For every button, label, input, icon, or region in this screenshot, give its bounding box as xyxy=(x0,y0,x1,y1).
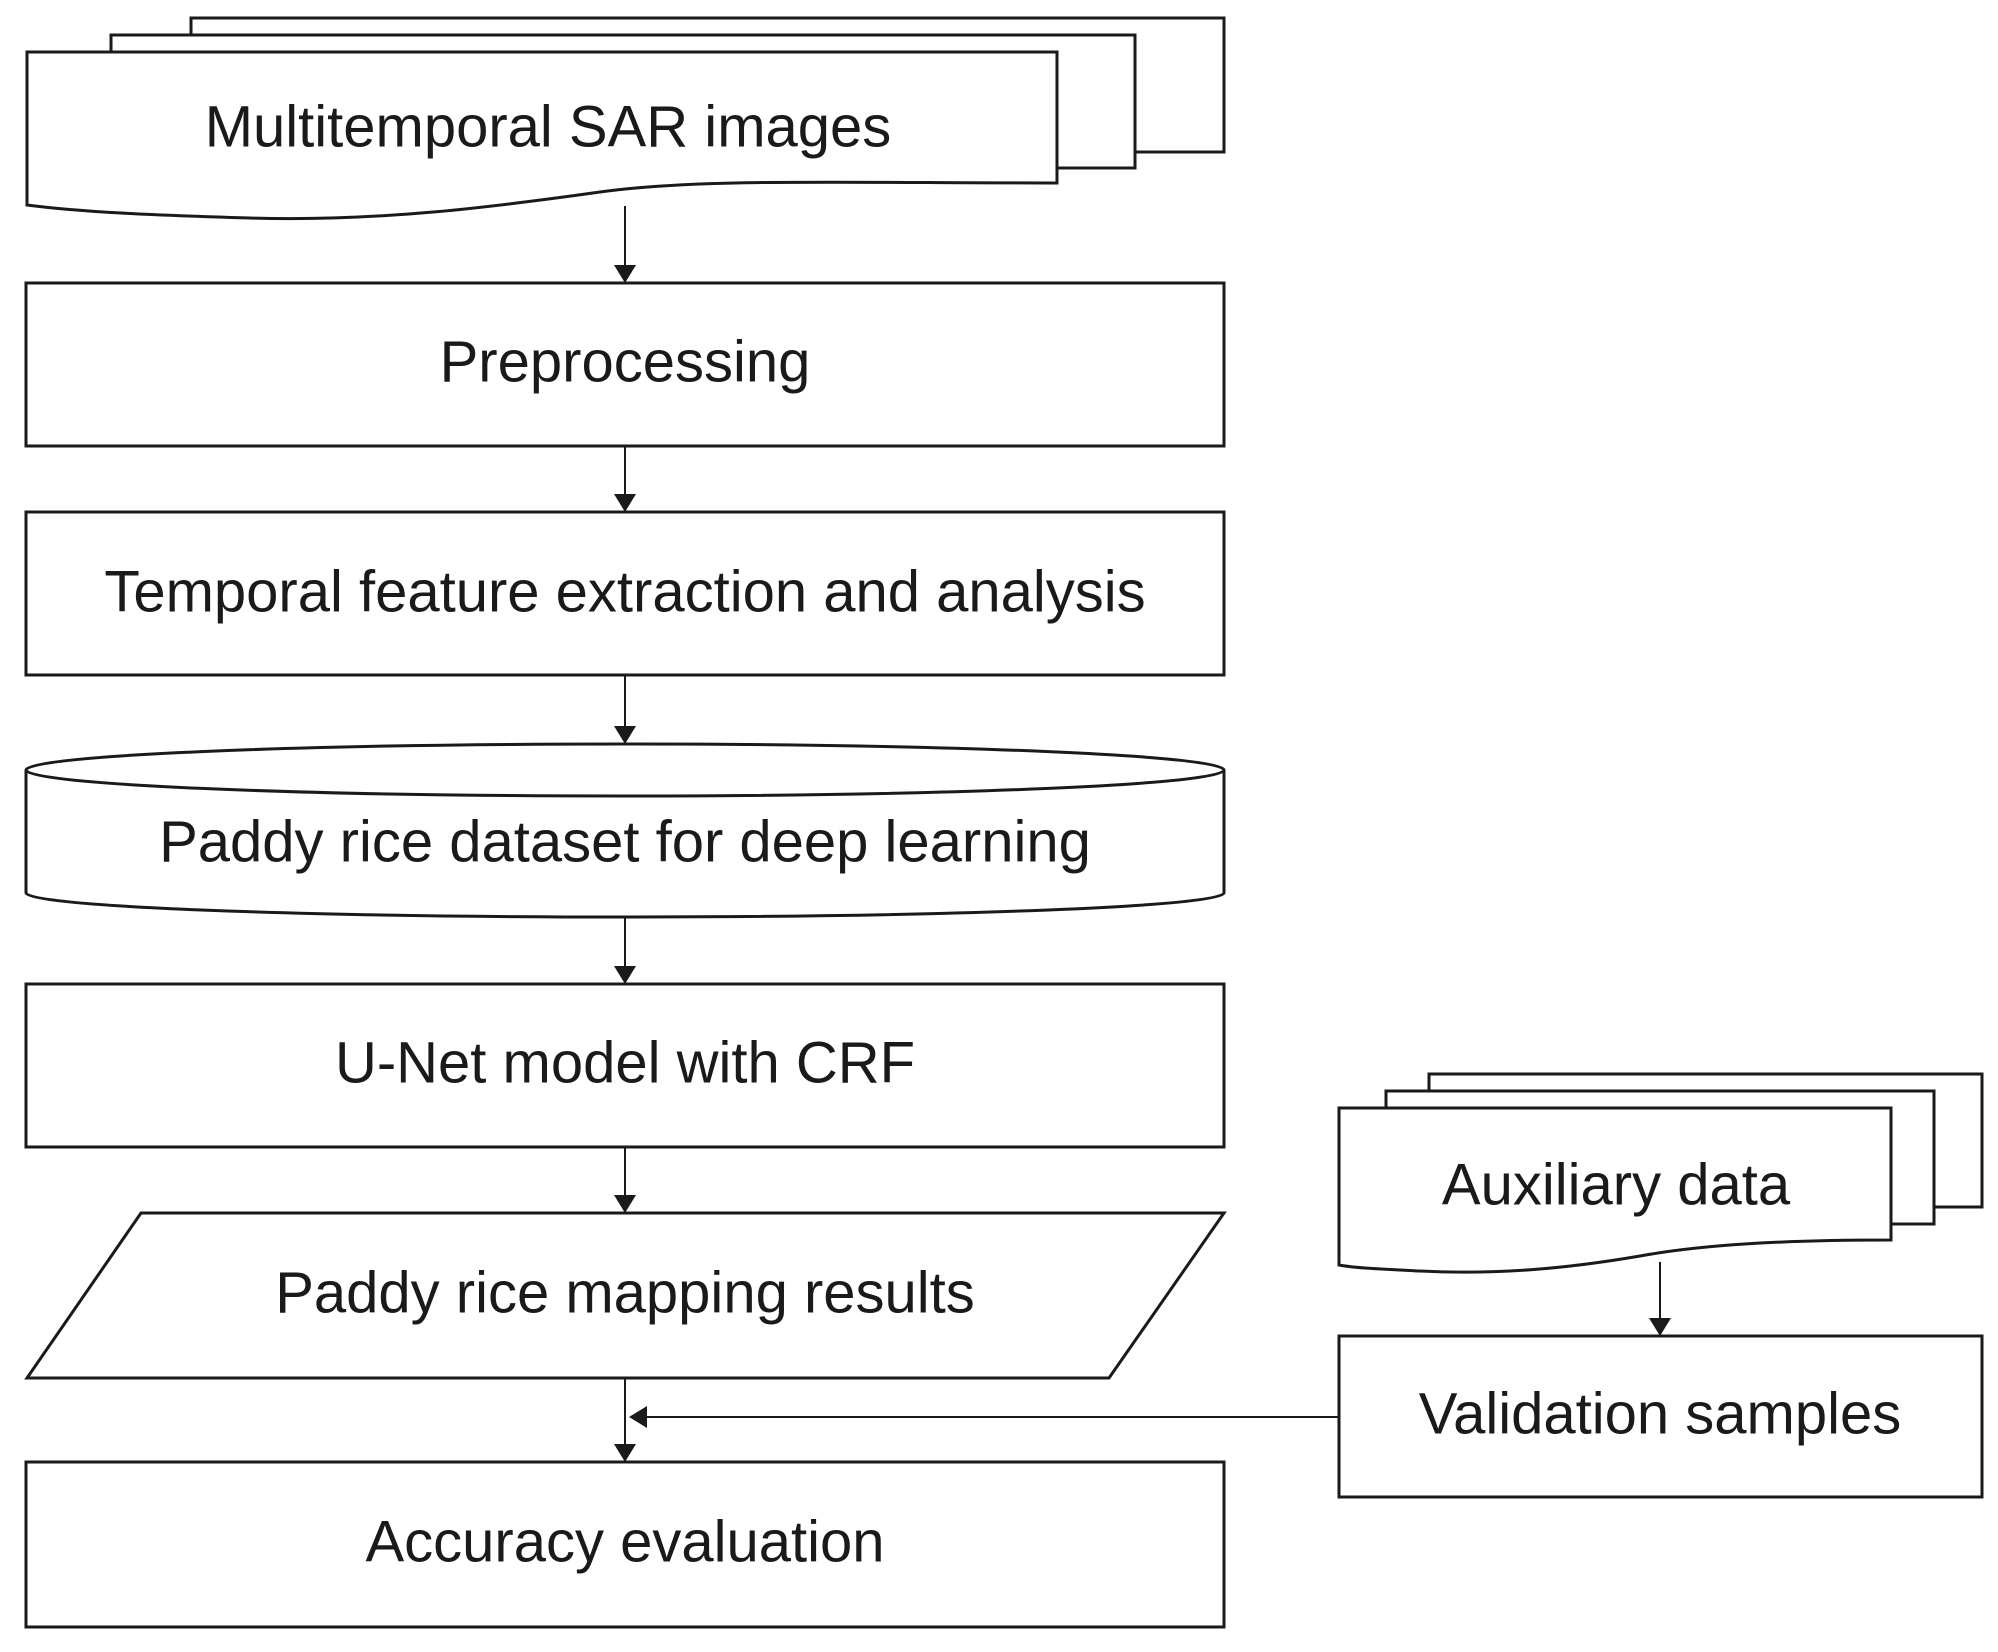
node-mapping-results-label: Paddy rice mapping results xyxy=(275,1260,975,1325)
arrowhead xyxy=(614,726,636,744)
node-mapping-results: Paddy rice mapping results xyxy=(24,1211,1227,1380)
auxiliary-page-front xyxy=(1337,1106,1893,1274)
edge-preprocessing-to-feature-extraction xyxy=(614,446,636,512)
edge-model-to-mapping-results xyxy=(614,1147,636,1213)
edge-mapping-results-to-accuracy xyxy=(614,1378,636,1462)
node-sar-images-label: Multitemporal SAR images xyxy=(205,94,892,159)
mapping-results-parallelogram xyxy=(24,1211,1227,1380)
node-dataset-label: Paddy rice dataset for deep learning xyxy=(159,809,1091,874)
node-feature-extraction-label: Temporal feature extraction and analysis xyxy=(104,559,1145,624)
arrowhead xyxy=(614,265,636,283)
edge-sar-to-preprocessing xyxy=(614,206,636,283)
sar-images-page-front xyxy=(25,50,1059,221)
edge-dataset-to-model xyxy=(614,917,636,984)
node-auxiliary: Auxiliary data xyxy=(1337,1072,1984,1274)
node-model: U-Net model with CRF xyxy=(24,982,1226,1149)
edge-validation-to-accuracy xyxy=(629,1406,1339,1428)
preprocessing-box xyxy=(24,281,1226,448)
model-box xyxy=(24,982,1226,1149)
edge-feature-extraction-to-dataset xyxy=(614,675,636,744)
node-sar-images: Multitemporal SAR images xyxy=(25,16,1226,221)
dataset-cylinder-body xyxy=(24,770,1226,919)
accuracy-box xyxy=(24,1460,1226,1629)
node-auxiliary-label: Auxiliary data xyxy=(1442,1152,1791,1217)
feature-extraction-box xyxy=(24,510,1226,677)
arrowhead xyxy=(614,966,636,984)
node-accuracy: Accuracy evaluation xyxy=(24,1460,1226,1629)
node-validation-label: Validation samples xyxy=(1419,1381,1902,1446)
node-validation: Validation samples xyxy=(1337,1334,1984,1499)
edge-auxiliary-to-validation xyxy=(1649,1262,1671,1336)
node-model-label: U-Net model with CRF xyxy=(335,1030,915,1095)
dataset-cylinder-top xyxy=(24,742,1226,798)
arrowhead xyxy=(614,1444,636,1462)
arrowhead xyxy=(1649,1318,1671,1336)
validation-box xyxy=(1337,1334,1984,1499)
node-preprocessing: Preprocessing xyxy=(24,281,1226,448)
node-accuracy-label: Accuracy evaluation xyxy=(365,1509,884,1574)
arrowhead xyxy=(614,1195,636,1213)
arrowhead xyxy=(614,494,636,512)
arrowhead xyxy=(629,1406,647,1428)
node-preprocessing-label: Preprocessing xyxy=(440,329,811,394)
node-dataset: Paddy rice dataset for deep learning xyxy=(24,742,1226,919)
node-feature-extraction: Temporal feature extraction and analysis xyxy=(24,510,1226,677)
